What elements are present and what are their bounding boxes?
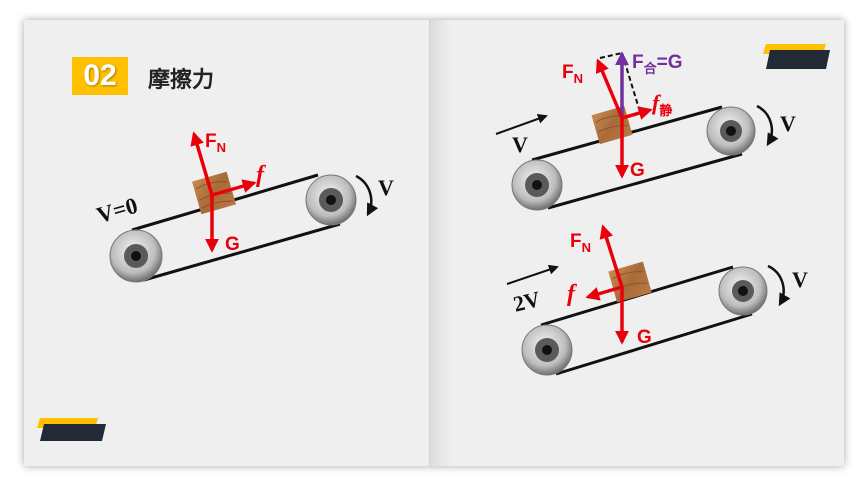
dashed-construction-line-2	[599, 52, 623, 59]
book-spread: 02 摩擦力	[24, 20, 844, 466]
belt-direction-arrow-3	[506, 264, 559, 285]
left-page: 02 摩擦力	[24, 20, 430, 466]
normal-force-arrow-2	[595, 58, 624, 119]
normal-force-label-2: FN	[562, 62, 583, 86]
gravity-label-1: G	[225, 234, 240, 255]
wooden-block-2	[591, 105, 633, 145]
deco-bar-bottom-left	[37, 418, 106, 441]
belt-speed-label-2: V	[512, 132, 528, 157]
pulley-speed-label-3: V	[792, 267, 808, 292]
pulley-speed-label-1: V	[378, 175, 394, 200]
wooden-block-3	[608, 261, 652, 303]
friction-label-3: f	[567, 281, 577, 307]
conveyor-diagram-3: FN f G 2V V	[506, 224, 808, 376]
normal-force-arrow-3	[599, 224, 624, 288]
rotation-arrow-2	[756, 104, 779, 147]
friction-label-1: f	[256, 162, 266, 188]
belt-speed-label-3: 2V	[511, 286, 543, 317]
right-page	[430, 20, 844, 466]
pulley-speed-label-2: V	[780, 111, 796, 136]
pulley-right-1	[305, 174, 357, 226]
normal-force-label-1: FN	[205, 131, 226, 155]
conveyor-diagram-1: FN f G V=0 V	[94, 131, 394, 283]
pulley-left-2	[511, 159, 563, 211]
pulley-left-1	[109, 229, 163, 283]
section-title: 摩擦力	[148, 68, 215, 93]
gravity-label-2: G	[630, 160, 645, 181]
net-force-label-2: F合=G	[632, 52, 683, 77]
pulley-left-3	[521, 324, 573, 376]
belt-direction-arrow-2	[495, 114, 548, 135]
pulley-right-3	[718, 266, 768, 316]
conveyor-diagram-2: FN F合=G f静 G V V	[495, 51, 796, 211]
friction-label-2: f静	[652, 90, 672, 119]
friction-arrow-3	[585, 285, 623, 301]
rotation-arrow-3	[767, 264, 791, 307]
friction-arrow-2	[621, 106, 653, 120]
pulley-right-2	[706, 106, 756, 156]
section-number-badge: 02	[72, 57, 128, 95]
belt-speed-label-1: V=0	[94, 193, 141, 228]
rotation-arrow-1	[355, 174, 379, 217]
normal-force-label-3: FN	[570, 231, 591, 255]
normal-force-arrow-1	[190, 131, 214, 196]
deco-bar-top-right	[763, 44, 830, 69]
gravity-label-3: G	[637, 327, 652, 348]
friction-arrow-1	[211, 179, 257, 197]
